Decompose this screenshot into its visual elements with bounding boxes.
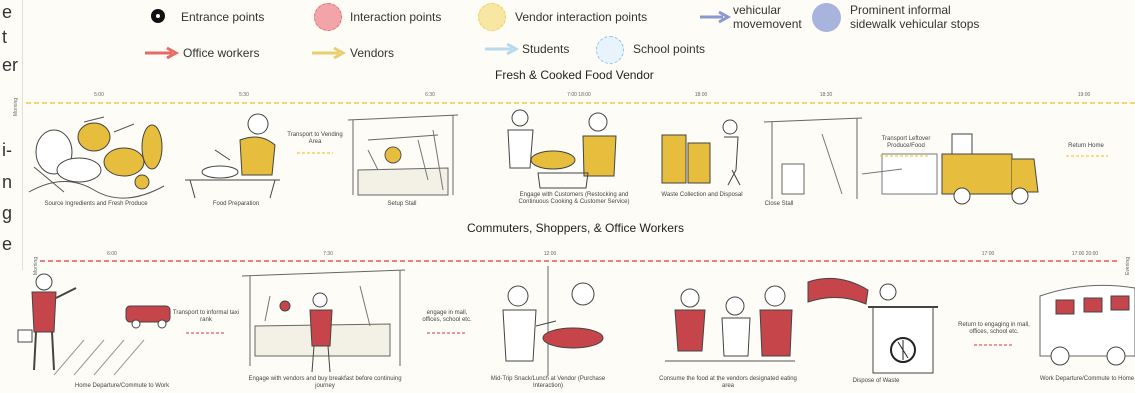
sketch-work-departure — [1039, 284, 1135, 366]
interaction-point-icon — [314, 3, 342, 31]
legend-vehicular: vehicular movemovent — [733, 3, 802, 31]
commuter-section-title: Commuters, Shoppers, & Office Workers — [467, 221, 684, 235]
commuter-tick-4: 17:00 — [981, 251, 995, 257]
side-text-5: n — [2, 172, 13, 192]
commuter-caption-2: Engage with vendors and buy breakfast be… — [248, 376, 402, 389]
legend-school: School points — [633, 42, 706, 56]
commuter-transition-1-line — [186, 332, 226, 334]
vendor-transition-1-line — [297, 152, 333, 154]
vendor-caption-6: Close Stall — [764, 201, 794, 207]
side-text-1: e — [2, 2, 13, 22]
vendor-caption-2: Food Preparation — [212, 201, 260, 207]
vehicular-arrow-icon — [700, 10, 732, 24]
sketch-engage-customers — [507, 109, 617, 189]
commuter-tick-3: 12:00 — [543, 251, 557, 257]
vendor-transition-2-line — [880, 155, 930, 157]
legend-vehicular-line2: movemovent — [733, 17, 802, 31]
sketch-consume-food — [665, 285, 795, 362]
school-point-icon — [596, 36, 624, 64]
vendor-interaction-point-icon — [478, 3, 506, 31]
side-text-7: e — [2, 234, 13, 254]
commuter-caption-3: Mid-Trip Snack/Lunch at Vendor (Purchase… — [490, 376, 606, 389]
office-workers-arrow-icon — [145, 46, 180, 60]
commuter-caption-4: Consume the food at the vendors designat… — [659, 376, 797, 389]
commuter-timeline — [40, 260, 1120, 262]
commuter-tick-1: 6:00 — [107, 251, 117, 257]
side-text-3: er — [2, 55, 19, 75]
vendor-tick-6: 18:30 — [819, 92, 833, 98]
legend-sidewalk-line1: Prominent informal — [850, 3, 951, 17]
vendor-tick-1: 5:00 — [94, 92, 104, 98]
legend-interaction: Interaction points — [350, 10, 442, 24]
vendor-tick-3: 6:30 — [425, 92, 435, 98]
commuter-tick-2: 7:30 — [323, 251, 333, 257]
legend-vendor-interaction: Vendor interaction points — [515, 10, 648, 24]
sidewalk-stop-icon — [812, 3, 841, 32]
vendor-section-title: Fresh & Cooked Food Vendor — [495, 68, 654, 82]
legend-sidewalk: Prominent informal sidewalk vehicular st… — [850, 3, 979, 31]
sketch-source-ingredients — [28, 116, 165, 199]
vendor-tick-2: 5:30 — [239, 92, 249, 98]
vendor-caption-1: Source Ingredients and Fresh Produce — [44, 201, 148, 207]
sketch-home-departure — [17, 273, 171, 376]
sketch-mid-trip-snack — [502, 266, 604, 376]
legend-students: Students — [522, 42, 570, 56]
commuter-caption-1: Home Departure/Commute to Work — [74, 383, 170, 389]
commuter-tick-5: 17:00 20:00 — [1071, 251, 1099, 257]
entrance-point-icon — [151, 9, 165, 23]
side-text-4: i- — [2, 140, 12, 160]
vendor-caption-5: Waste Collection and Disposal — [661, 192, 743, 198]
commuter-transition-1: Transport to informal taxi rank — [172, 310, 240, 323]
students-arrow-icon — [485, 42, 520, 56]
commuter-caption-6: Work Departure/Commute to Home — [1039, 376, 1135, 382]
sketch-close-stall-truck — [763, 117, 1039, 205]
sketch-dispose-waste — [807, 277, 938, 374]
commuter-transition-3-line — [974, 344, 1014, 346]
legend-vehicular-line1: vehicular — [733, 3, 782, 17]
legend-sidewalk-line2: sidewalk vehicular stops — [850, 17, 980, 31]
vendor-transition-3-line — [1066, 155, 1108, 157]
legend-vendors: Vendors — [350, 46, 395, 60]
commuter-transition-2: engage in mall, offices, school etc. — [422, 310, 472, 323]
clipped-side-text: e t er i- n g e — [0, 0, 22, 393]
sketch-setup-stall — [347, 114, 459, 196]
commuter-caption-5: Dispose of Waste — [852, 378, 900, 384]
vendor-axis-label: Morning — [13, 97, 19, 116]
commuter-axis-label-right: Evening — [1125, 256, 1131, 275]
vendor-transition-3: Return Home — [1068, 143, 1104, 149]
vendors-arrow-icon — [312, 46, 347, 60]
legend-entrance: Entrance points — [181, 10, 265, 24]
legend-office-workers: Office workers — [183, 46, 260, 60]
vendor-caption-3: Setup Stall — [387, 201, 417, 207]
column-divider — [22, 0, 23, 270]
vendor-timeline — [26, 102, 1135, 104]
vendor-transition-2: Transport Leftover Produce/Food — [881, 136, 931, 149]
sketch-engage-vendors-breakfast — [241, 269, 406, 373]
sketch-food-preparation — [185, 113, 280, 199]
vendor-caption-4: Engage with Customers (Restocking and Co… — [518, 192, 630, 205]
commuter-transition-2-line — [427, 332, 467, 334]
side-text-2: t — [2, 27, 8, 47]
vendor-tick-4: 7:00 18:00 — [567, 92, 591, 98]
vendor-tick-7: 19:00 — [1077, 92, 1091, 98]
vendor-tick-5: 18:00 — [694, 92, 708, 98]
side-text-6: g — [2, 203, 13, 223]
commuter-transition-3: Return to engaging in mall, offices, sch… — [958, 322, 1030, 335]
sketch-waste-collection — [661, 119, 741, 186]
vendor-transition-1: Transport to Vending Area — [287, 132, 343, 145]
